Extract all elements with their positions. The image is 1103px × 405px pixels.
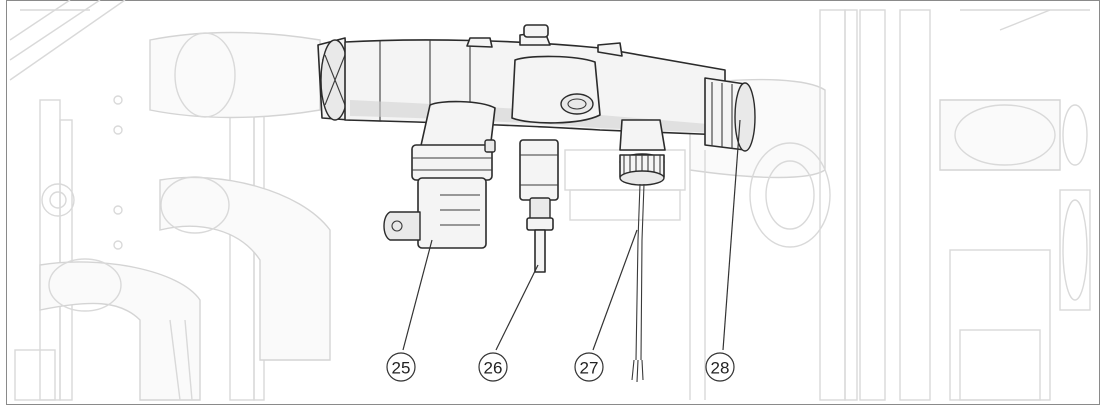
callout-26: 26 <box>478 352 508 382</box>
callout-26-label: 26 <box>484 359 503 378</box>
leader-27 <box>592 229 638 351</box>
callout-28: 28 <box>705 352 735 382</box>
callout-25-label: 25 <box>392 359 411 378</box>
callout-27: 27 <box>574 352 604 382</box>
manifold-assembly <box>317 24 756 383</box>
callout-25: 25 <box>386 352 416 382</box>
leader-28 <box>722 119 741 351</box>
callout-27-label: 27 <box>580 359 599 378</box>
leader-25 <box>402 239 433 351</box>
leader-26 <box>495 264 539 351</box>
callout-28-label: 28 <box>711 359 730 378</box>
background-housing <box>9 0 1091 401</box>
leader-lines <box>402 119 741 351</box>
